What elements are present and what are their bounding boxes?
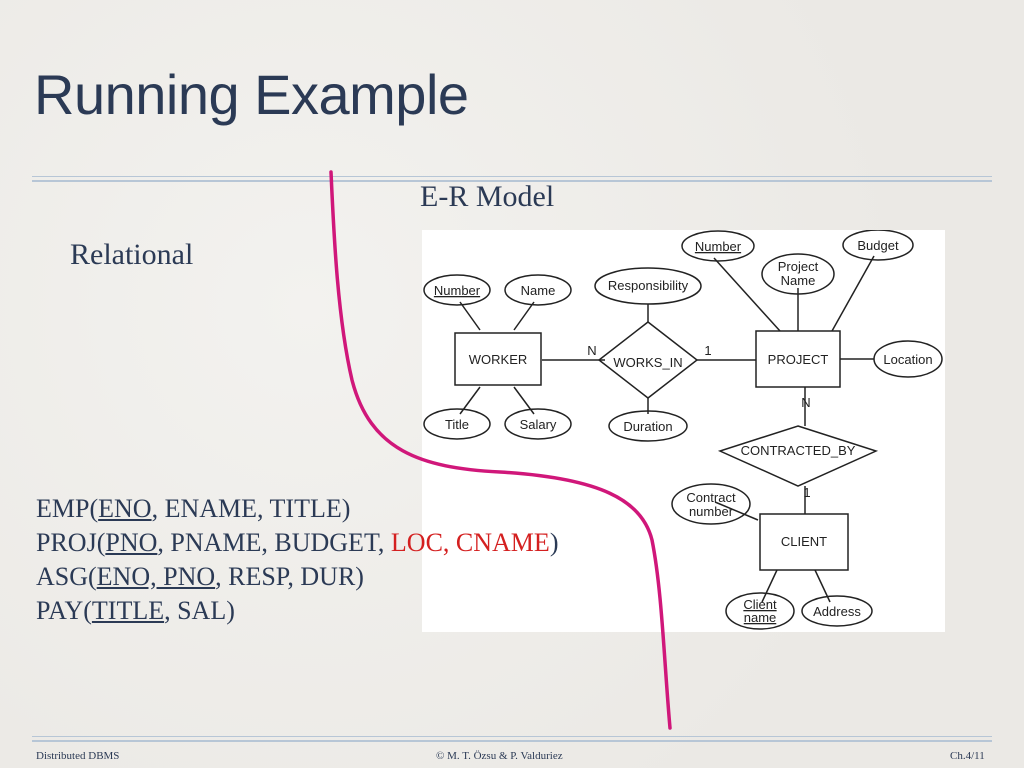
attr-location (873, 340, 943, 378)
relation-pay: PAY(TITLE, SAL) (36, 596, 235, 625)
relational-label: Relational (70, 238, 194, 271)
attr-worker-title-label: Title (445, 417, 469, 432)
line-contract-number (714, 501, 759, 521)
attr-contract-number-label-2: number (689, 504, 734, 519)
attr-worker-name-label: Name (521, 283, 556, 298)
er-diagram: WORKER PROJECT CLIENT WORKS_IN CONTRACTE… (422, 229, 945, 632)
attr-client-name-label-2: name (744, 610, 777, 625)
bottom-rule-thick (32, 740, 992, 742)
attr-worker-title (423, 408, 491, 440)
attr-project-number (681, 230, 755, 262)
attr-worker-number-label: Number (434, 283, 481, 298)
attr-duration (608, 410, 688, 442)
attr-project-name (761, 253, 835, 295)
line-client-name (761, 569, 778, 603)
attr-client-name (725, 592, 795, 630)
relation-asg: ASG(ENO, PNO, RESP, DUR) (36, 562, 364, 591)
relation-emp: EMP(ENO, ENAME, TITLE) (36, 494, 351, 523)
card-contracted-client: 1 (803, 485, 810, 500)
slide-title: Running Example (34, 63, 469, 126)
footer-page: Ch.4/11 (950, 750, 985, 762)
entity-worker (454, 332, 542, 386)
attr-address-label: Address (813, 604, 861, 619)
line-project-number (713, 257, 781, 332)
attr-worker-name (504, 274, 572, 306)
entity-project (755, 330, 841, 388)
attr-budget-label: Budget (857, 238, 899, 253)
attr-worker-number (423, 274, 491, 306)
relation-proj: PROJ(PNO, PNAME, BUDGET, LOC, CNAME) (36, 528, 559, 557)
top-rule-thick (32, 180, 992, 182)
rel-contracted-by-label: CONTRACTED_BY (741, 443, 856, 458)
relational-schema: EMP(ENO, ENAME, TITLE) PROJ(PNO, PNAME, … (36, 492, 558, 628)
attr-contract-number (671, 483, 751, 525)
attr-worker-salary-label: Salary (520, 417, 557, 432)
card-worksin-project: 1 (704, 343, 711, 358)
entity-project-label: PROJECT (768, 352, 829, 367)
attr-project-number-label: Number (695, 239, 742, 254)
attr-worker-salary (504, 408, 572, 440)
line-worker-name (513, 301, 535, 331)
attr-project-name-label-1: Project (778, 259, 819, 274)
er-diagram-svg: WORKER PROJECT CLIENT WORKS_IN CONTRACTE… (423, 229, 943, 630)
line-worker-number (459, 301, 481, 331)
rel-works-in-label: WORKS_IN (613, 355, 682, 370)
footer-course: Distributed DBMS (36, 750, 120, 762)
footer-copyright: © M. T. Özsu & P. Valduriez (436, 750, 563, 762)
entity-client-label: CLIENT (781, 534, 827, 549)
top-rule (32, 176, 992, 177)
card-worksin-worker: N (587, 343, 596, 358)
attr-client-name-label-1: Client (743, 597, 777, 612)
attr-location-label: Location (883, 352, 932, 367)
rel-contracted-by (717, 425, 879, 487)
entity-client (759, 513, 849, 571)
attr-responsibility-label: Responsibility (608, 278, 689, 293)
line-project-budget (831, 255, 875, 332)
attr-responsibility (594, 267, 702, 305)
attr-address (801, 595, 873, 627)
entity-worker-label: WORKER (469, 352, 528, 367)
card-contracted-project: N (801, 395, 810, 410)
attr-contract-number-label-1: Contract (686, 490, 736, 505)
bottom-rule (32, 736, 992, 737)
attr-project-name-label-2: Name (781, 273, 816, 288)
attr-budget (842, 229, 914, 261)
attr-duration-label: Duration (623, 419, 672, 434)
rel-works-in (597, 321, 699, 399)
er-model-label: E-R Model (420, 180, 555, 213)
